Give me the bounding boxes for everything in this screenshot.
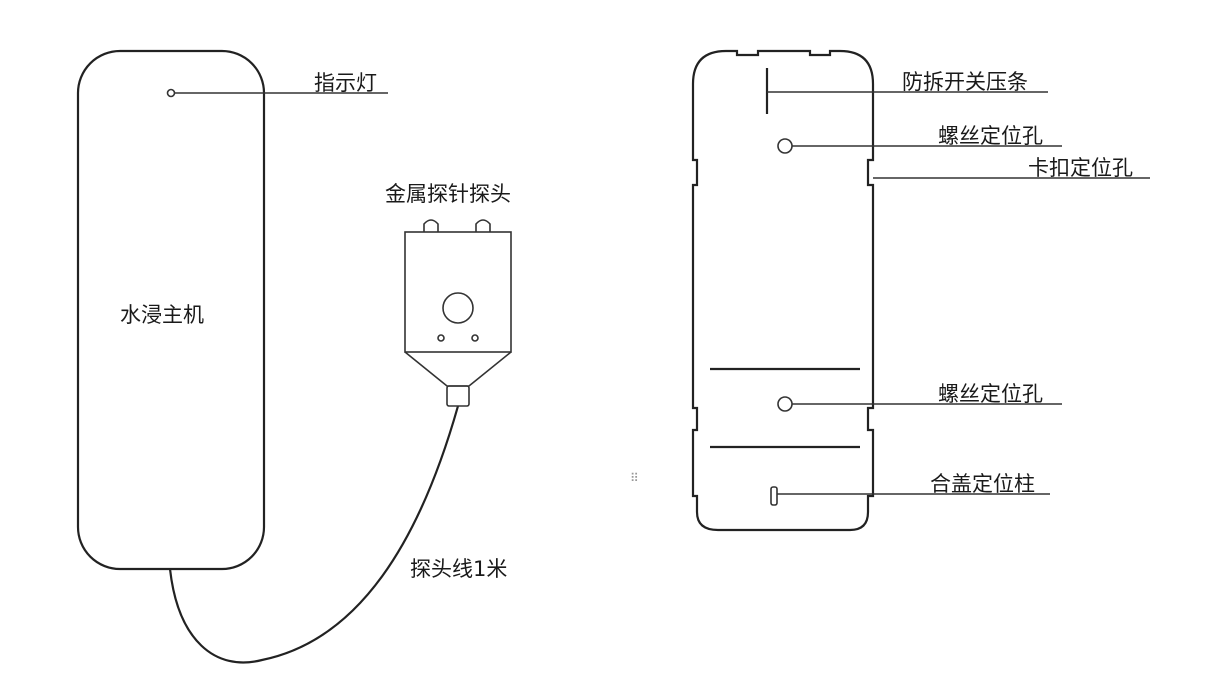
indicator-light-label: 指示灯	[314, 71, 377, 95]
probe-nozzle	[446, 385, 470, 407]
grip-dots-icon[interactable]: ⠿	[630, 471, 639, 485]
screw-hole-top	[777, 138, 793, 154]
screw-hole-bottom-label: 螺丝定位孔	[938, 382, 1043, 406]
probe-cable	[168, 405, 460, 664]
screw-hole-bottom	[777, 396, 793, 412]
indicator-light-dot	[166, 88, 176, 98]
probe-center-circle	[442, 292, 474, 324]
back-plate-outline	[691, 49, 875, 532]
screw-hole-top-label: 螺丝定位孔	[938, 124, 1043, 148]
probe-pin-right	[475, 219, 491, 232]
probe-taper	[404, 351, 512, 387]
clip-hole-label: 卡扣定位孔	[1028, 156, 1133, 180]
metal-probe-head-label: 金属探针探头	[385, 182, 511, 206]
probe-cable-label: 探头线1米	[410, 557, 507, 581]
tamper-switch-label: 防拆开关压条	[902, 70, 1028, 94]
probe-hole-left	[437, 334, 445, 342]
metal-probe-head	[404, 219, 512, 407]
probe-pin-left	[423, 219, 439, 232]
cover-pin-label: 合盖定位柱	[930, 472, 1035, 496]
probe-body	[404, 231, 512, 353]
probe-hole-right	[471, 334, 479, 342]
main-unit-label: 水浸主机	[120, 303, 204, 327]
cover-locating-pin	[770, 486, 778, 506]
